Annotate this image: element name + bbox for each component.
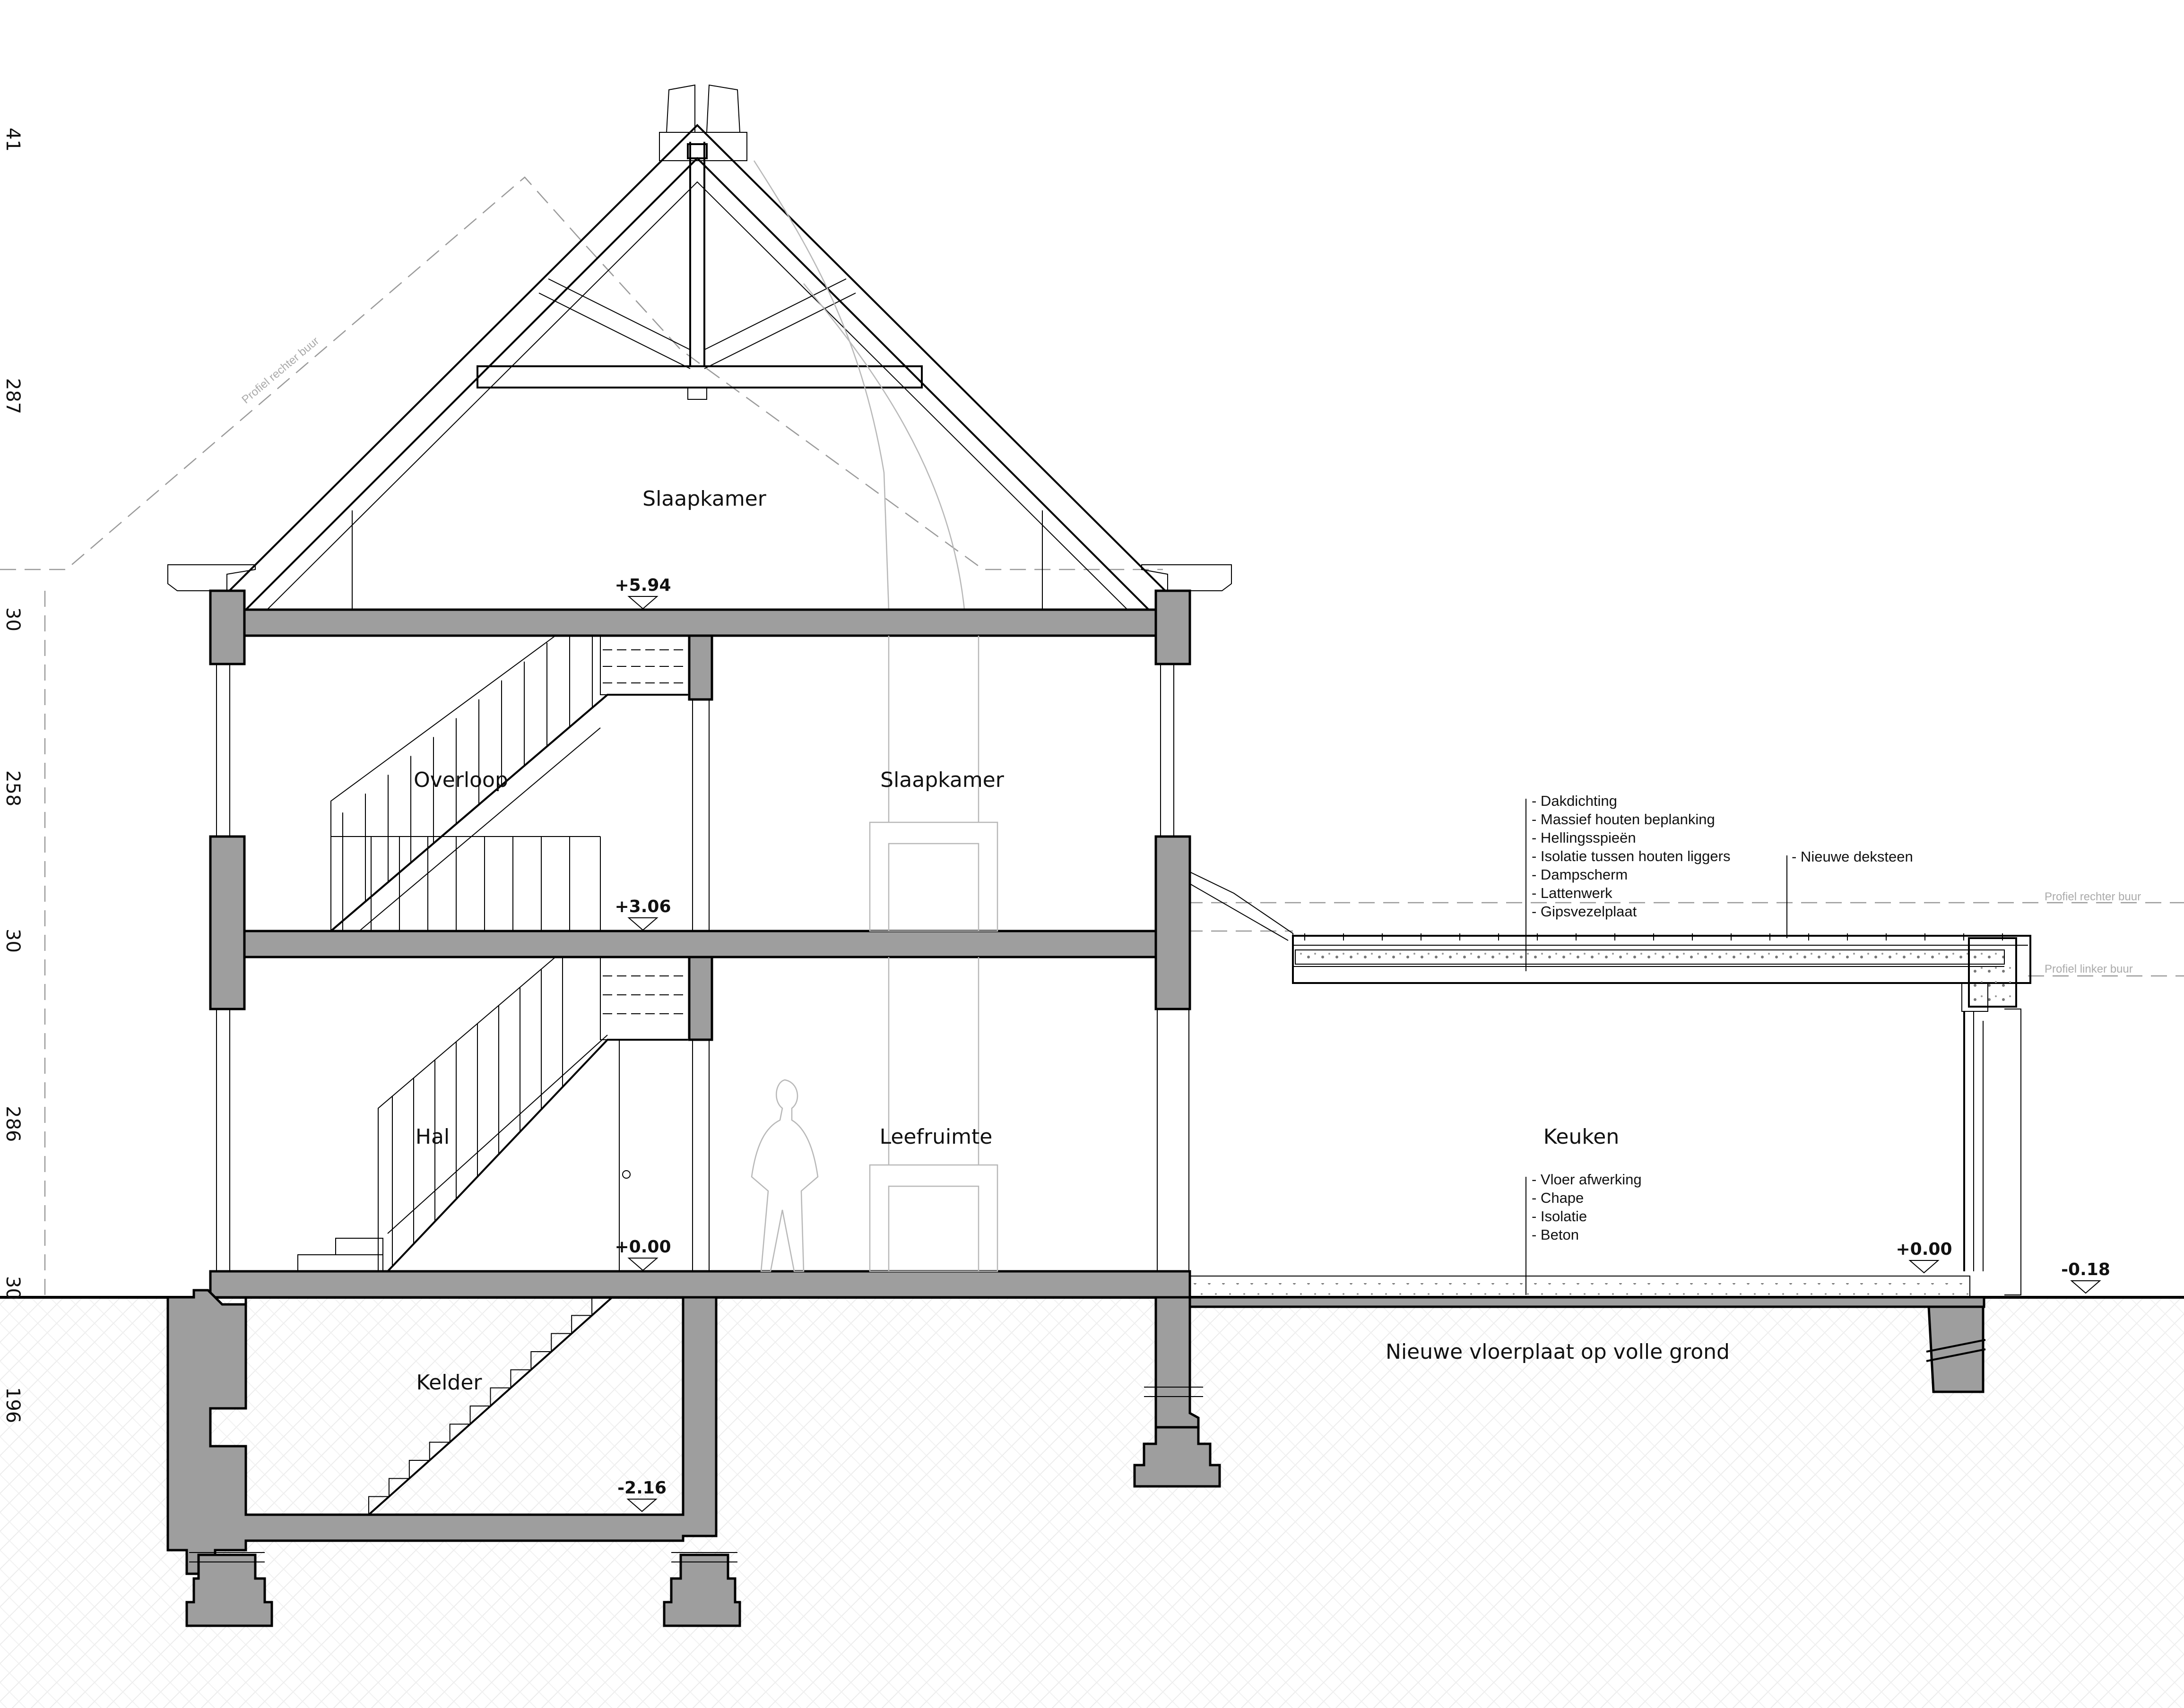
roof-structure — [167, 124, 1232, 611]
room-label-living-room: Leefruimte — [880, 1125, 993, 1149]
floor-build-up-item-2: - Isolatie — [1532, 1208, 1587, 1225]
floor-build-up-item-0: - Vloer afwerking — [1532, 1171, 1642, 1188]
side-dimension-labels: 41 287 30 258 30 286 30 196 — [2, 128, 24, 1423]
roof-build-up-item-4: - Dampscherm — [1532, 866, 1628, 883]
level-marker-attic-floor: +5.94 — [615, 576, 671, 610]
side-dimension-6: 30 — [2, 1276, 24, 1300]
level-marker-first-floor: +3.06 — [615, 897, 671, 931]
side-dimension-4: 30 — [2, 929, 24, 953]
stair-upper — [330, 635, 690, 932]
side-dimension-0: 41 — [2, 128, 24, 152]
room-label-cellar: Kelder — [416, 1371, 482, 1395]
stair-lower-balusters — [392, 957, 563, 1267]
level-marker-exterior-ground: -0.18 — [2061, 1260, 2110, 1294]
human-scale-figure — [751, 1079, 819, 1272]
svg-text:-2.16: -2.16 — [617, 1478, 667, 1498]
room-label-first-floor-bedroom: Slaapkamer — [880, 768, 1005, 792]
floor-build-up-list: - Vloer afwerking - Chape - Isolatie- Beto… — [1532, 1171, 1642, 1243]
roof-build-up-item-2: - Hellingsspieën — [1532, 829, 1636, 846]
floor-build-up-item-3: - Beton — [1532, 1226, 1579, 1243]
side-dimension-3: 258 — [2, 770, 24, 806]
side-dimension-1: 287 — [2, 378, 24, 414]
side-dimension-2: 30 — [2, 607, 24, 631]
floor-build-up-item-1: - Chape — [1532, 1190, 1584, 1206]
side-dimension-7: 196 — [2, 1387, 24, 1423]
foundation-break-marks — [189, 1387, 1203, 1562]
svg-text:+0.00: +0.00 — [615, 1237, 671, 1257]
room-label-kitchen: Keuken — [1543, 1125, 1620, 1149]
ground-hatch — [0, 1297, 2184, 1708]
neighbour-profile-left — [0, 176, 2184, 1297]
stair-lower — [297, 957, 690, 1272]
roof-build-up-item-5: - Lattenwerk — [1532, 885, 1612, 901]
room-label-attic-bedroom: Slaapkamer — [642, 487, 767, 511]
fireplace-upper — [869, 636, 998, 932]
profile-label-right-neighbour: Profiel rechter buur — [2045, 890, 2141, 903]
slab-note: Nieuwe vloerplaat op volle grond — [1386, 1340, 1730, 1364]
roof-build-up-list: - Dakdichting - Massief houten beplanking… — [1532, 793, 1730, 920]
svg-text:-0.18: -0.18 — [2061, 1260, 2110, 1279]
room-label-hall: Hal — [416, 1125, 450, 1149]
svg-text:+5.94: +5.94 — [615, 576, 671, 595]
roof-build-up-item-1: - Massief houten beplanking — [1532, 811, 1715, 828]
level-marker-ground-floor: +0.00 — [615, 1237, 671, 1271]
profile-label-right-neighbour-roof: Profiel rechter buur — [240, 335, 322, 406]
coping-note: - Nieuwe deksteen — [1792, 848, 1913, 865]
side-dimension-5: 286 — [2, 1106, 24, 1142]
roof-build-up-item-3: - Isolatie tussen houten liggers — [1532, 848, 1730, 864]
svg-text:+0.00: +0.00 — [1896, 1240, 1952, 1259]
roof-build-up-item-0: - Dakdichting — [1532, 793, 1617, 809]
svg-text:+3.06: +3.06 — [615, 897, 671, 916]
level-marker-kitchen-floor: +0.00 — [1896, 1240, 1952, 1274]
cut-structure — [166, 589, 1221, 1627]
room-label-landing: Overloop — [414, 768, 508, 792]
roof-build-up-item-6: - Gipsvezelplaat — [1532, 903, 1637, 920]
stair-cellar — [368, 1296, 613, 1516]
facade-window-frames — [216, 664, 1189, 1272]
kitchen-extension — [1188, 871, 2031, 1393]
profile-label-left-neighbour: Profiel linker buur — [2045, 963, 2133, 975]
roof-coping-ticks — [1304, 933, 2003, 940]
stair-upper-balusters — [342, 636, 593, 931]
level-marker-cellar-floor: -2.16 — [617, 1478, 667, 1512]
fireplace-lower — [869, 957, 998, 1272]
annotation-leaders — [1525, 799, 1787, 1295]
